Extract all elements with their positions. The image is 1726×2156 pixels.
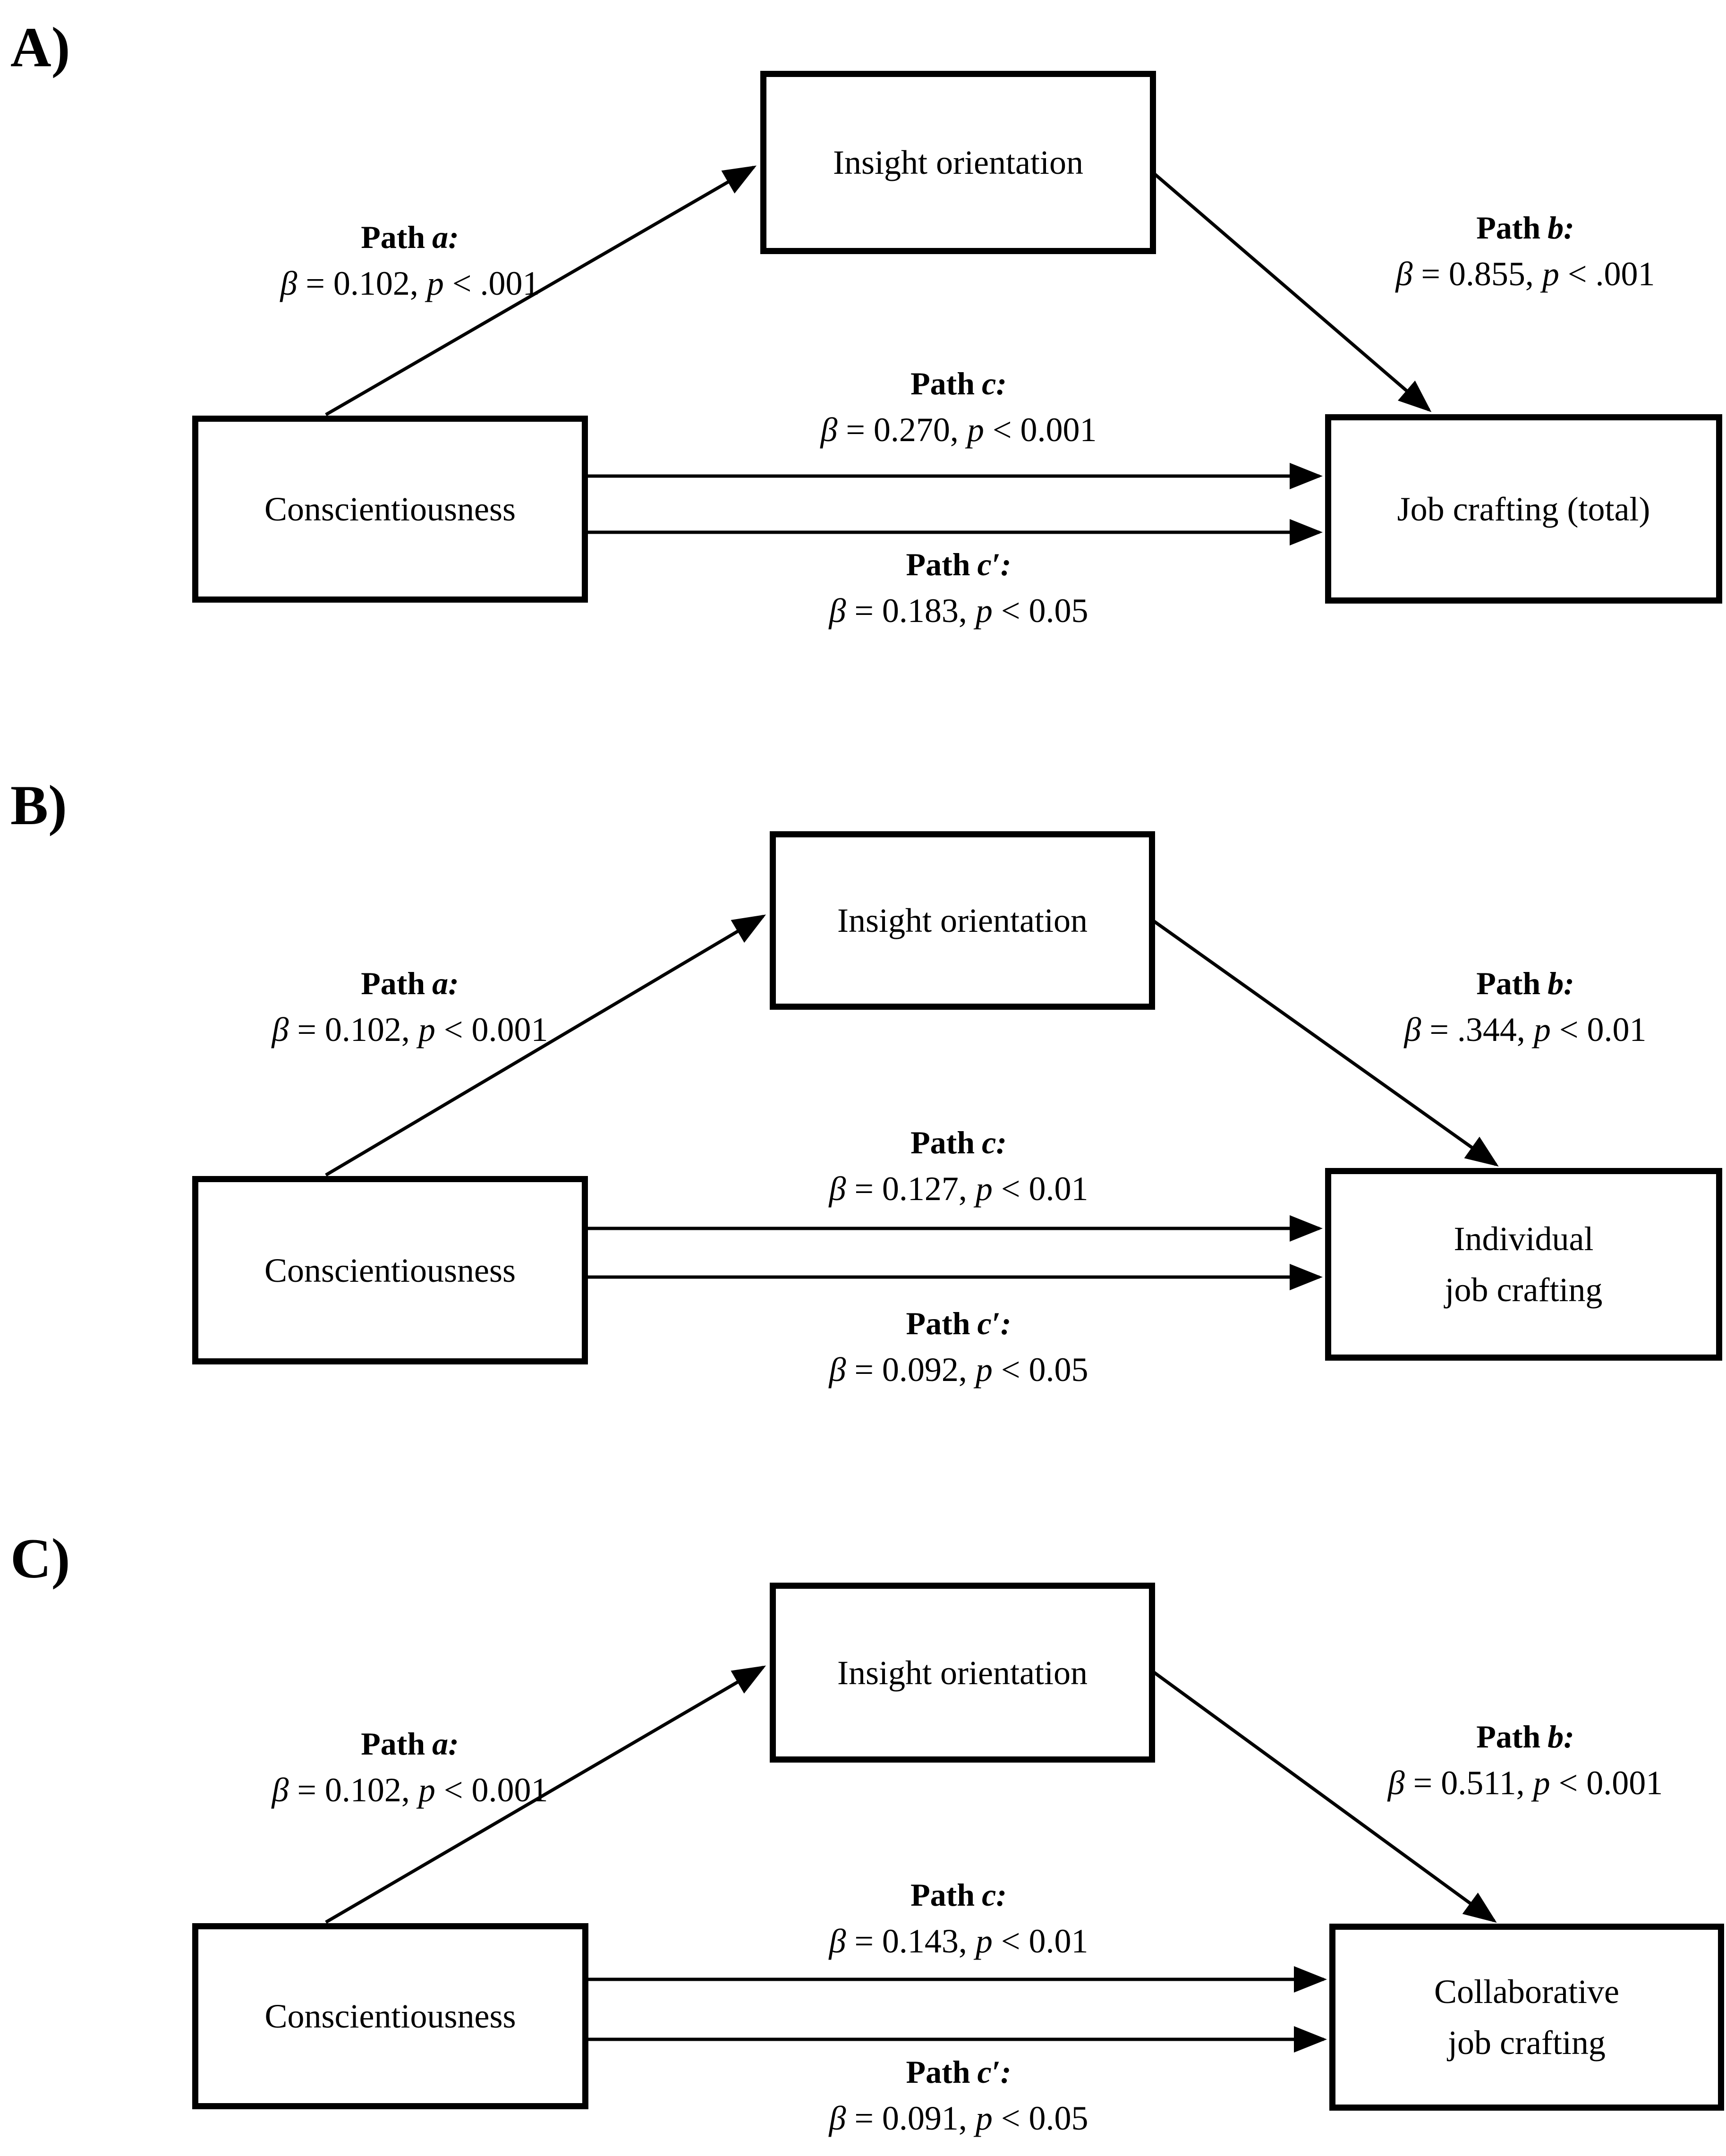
mediator-box: Insight orientation [760, 71, 1156, 254]
predictor-label: Conscientiousness [264, 490, 516, 528]
outcome-label-line2: job crafting [1445, 1271, 1603, 1309]
predictor-label: Conscientiousness [264, 1997, 516, 2035]
path-c-value: β = 0.127, p < 0.01 [829, 1170, 1088, 1208]
outcome-label-line1: Individual [1454, 1220, 1594, 1258]
panel-b-label: B) [10, 774, 67, 836]
path-c-prime-value: β = 0.092, p < 0.05 [829, 1351, 1088, 1389]
path-a-value: β = 0.102, p < 0.001 [272, 1771, 548, 1809]
mediator-label: Insight orientation [837, 902, 1088, 939]
path-a-arrow [325, 914, 766, 1177]
outcome-label-line1: Job crafting (total) [1397, 490, 1650, 528]
path-c-value: β = 0.143, p < 0.01 [829, 1922, 1088, 1960]
outcome-box: Collaborative job crafting [1329, 1924, 1724, 2111]
path-c-prime-value: β = 0.183, p < 0.05 [829, 592, 1088, 630]
panel-c: C) Insight orientation Conscientiousness… [0, 1502, 1726, 2156]
outcome-box: Job crafting (total) [1325, 414, 1722, 604]
panel-c-label: C) [10, 1527, 70, 1590]
panel-a: A) Insight orientation Conscientiousness… [0, 0, 1726, 756]
panel-a-arrows-layer [325, 165, 1432, 545]
path-c-value: β = 0.270, p < 0.001 [820, 411, 1097, 449]
panel-b: B) Insight orientation Conscientiousness… [0, 756, 1726, 1502]
panel-a-label: A) [10, 16, 70, 78]
path-a-value: β = 0.102, p < 0.001 [272, 1011, 548, 1049]
path-b-value: β = .344, p < 0.01 [1404, 1011, 1647, 1049]
path-b-arrow [1144, 1665, 1497, 1923]
path-b-arrow [1144, 165, 1432, 412]
outcome-box: Individual job crafting [1325, 1168, 1722, 1361]
mediator-box: Insight orientation [770, 831, 1155, 1010]
mediator-label: Insight orientation [833, 144, 1083, 181]
path-b-arrow [1144, 914, 1499, 1167]
predictor-box: Conscientiousness [192, 1923, 588, 2109]
predictor-box: Conscientiousness [192, 416, 588, 603]
outcome-label-line2: job crafting [1448, 2024, 1606, 2062]
outcome-label-line1: Collaborative [1434, 1973, 1619, 2011]
mediator-box: Insight orientation [770, 1583, 1155, 1763]
mediator-label: Insight orientation [837, 1653, 1088, 1692]
path-c-prime-value: β = 0.091, p < 0.05 [829, 2099, 1088, 2138]
path-a-value: β = 0.102, p < .001 [280, 264, 540, 303]
path-a-arrow [325, 165, 757, 417]
predictor-label: Conscientiousness [264, 1251, 516, 1289]
path-b-value: β = 0.511, p < 0.001 [1387, 1764, 1663, 1802]
panel-c-arrows-layer [325, 1665, 1497, 2053]
predictor-box: Conscientiousness [192, 1176, 588, 1364]
panel-b-arrows-layer [325, 914, 1499, 1290]
path-a-arrow [325, 1665, 766, 1924]
path-b-value: β = 0.855, p < .001 [1395, 255, 1655, 293]
